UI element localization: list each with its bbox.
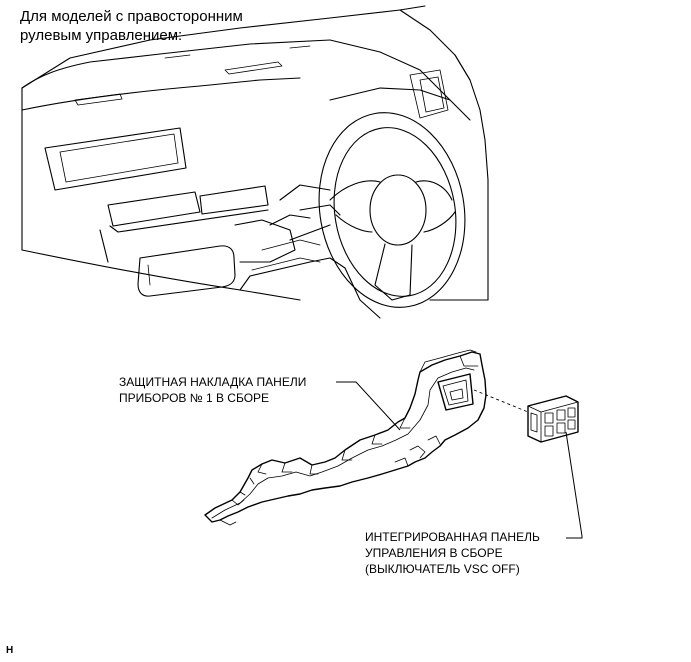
caption-line-1: Для моделей с правосторонним bbox=[20, 8, 243, 25]
switch-label-line-1: ИНТЕГРИРОВАННАЯ ПАНЕЛЬ bbox=[365, 530, 540, 544]
trim-label-line-1: ЗАЩИТНАЯ НАКЛАДКА ПАНЕЛИ bbox=[119, 375, 307, 389]
trim-label-leader bbox=[336, 381, 401, 431]
switch-label-line-3: (ВЫКЛЮЧАТЕЛЬ VSC OFF) bbox=[365, 562, 520, 576]
instrument-panel-trim-part bbox=[204, 349, 487, 526]
switch-label-leader bbox=[565, 431, 583, 539]
install-direction-line bbox=[473, 389, 529, 413]
dashboard-illustration bbox=[21, 5, 489, 319]
switch-panel-part bbox=[527, 395, 579, 443]
switch-label-line-2: УПРАВЛЕНИЯ В СБОРЕ bbox=[365, 546, 503, 560]
caption-line-2: рулевым управлением: bbox=[20, 27, 183, 44]
trim-label-line-2: ПРИБОРОВ № 1 В СБОРЕ bbox=[119, 391, 270, 405]
figure-code: H bbox=[6, 645, 14, 656]
